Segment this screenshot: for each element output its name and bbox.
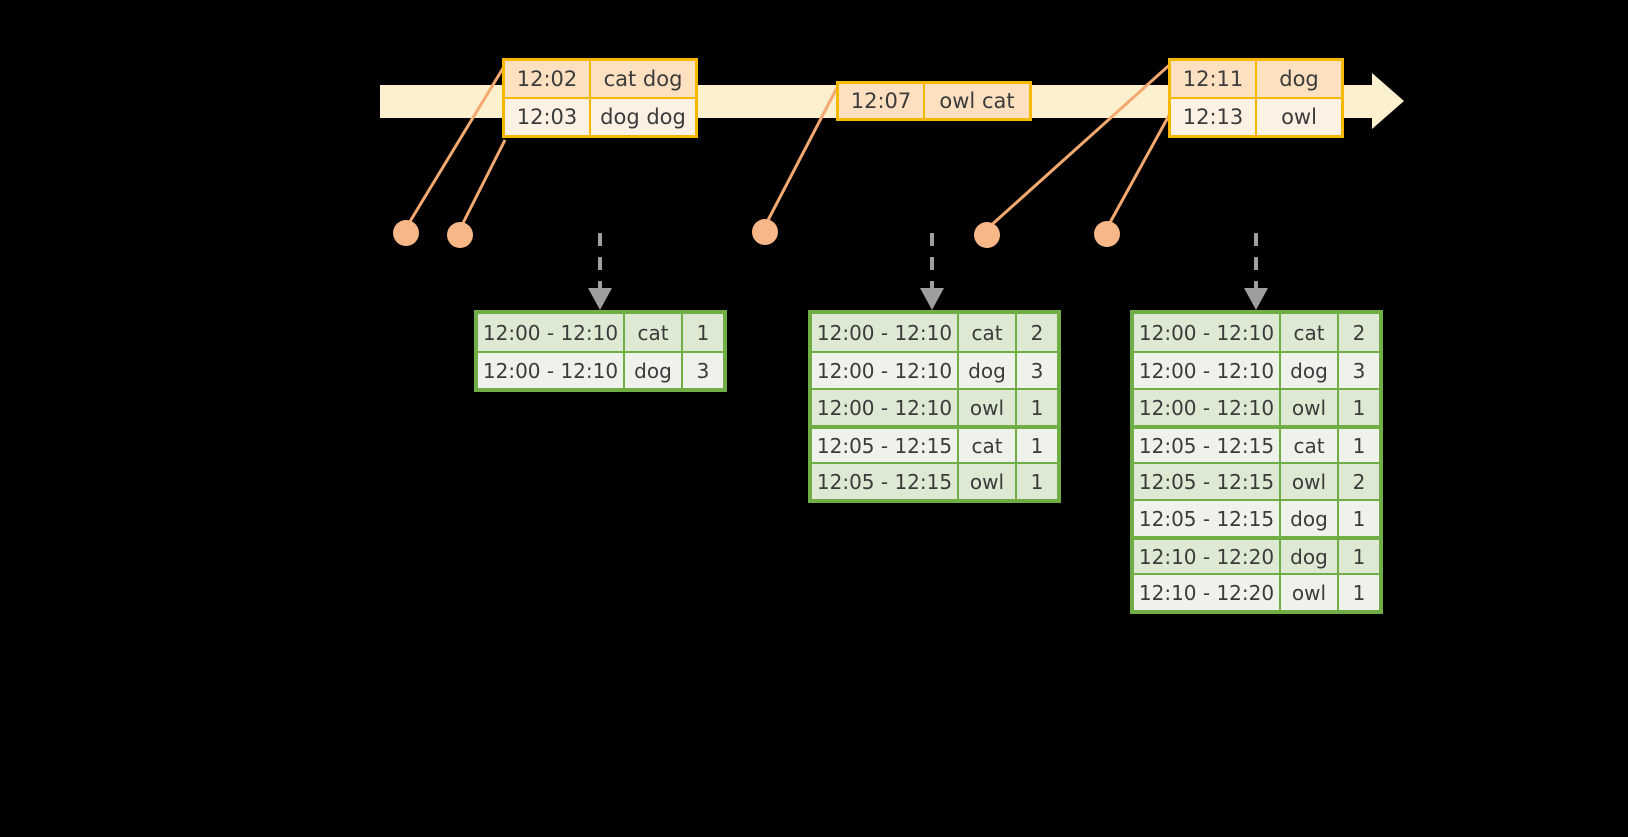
count-cell: 1 [1030,433,1044,458]
window-cell: 12:00 - 12:10 [1134,353,1281,388]
event-time: 12:02 [505,61,591,97]
event-row: 12:02 cat dog [505,61,695,97]
count-cell: 3 [1030,358,1044,383]
count-cell: 2 [1352,320,1366,345]
window-cell: 12:05 - 12:15 [1134,429,1281,462]
event-box-1[interactable]: 12:02 cat dog 12:03 dog dog [502,58,698,138]
event-value: dog dog [600,105,686,129]
flow-arrow-2-head [920,288,944,310]
event-dot-5[interactable] [1094,221,1120,247]
event-box-2[interactable]: 12:07 owl cat [836,81,1032,121]
window-cell: 12:00 - 12:10 [812,353,959,388]
count-cell: 3 [696,358,710,383]
event-dot-3[interactable] [752,219,778,245]
event-time: 12:11 [1171,61,1257,97]
connector-line-2 [458,139,507,230]
key-cell: dog [1281,540,1339,573]
count-cell: 1 [696,320,710,345]
window-cell: 12:10 - 12:20 [1134,575,1281,610]
count-cell: 1 [1352,544,1366,569]
key-cell: cat [625,314,683,351]
event-dot-2[interactable] [447,222,473,248]
event-row: 12:03 dog dog [505,97,695,135]
key-cell: dog [959,353,1017,388]
window-cell: 12:00 - 12:10 [1134,390,1281,425]
count-cell: 1 [1352,433,1366,458]
window-cell: 12:00 - 12:10 [812,314,959,351]
event-dot-4[interactable] [974,222,1000,248]
key-cell: cat [1281,314,1339,351]
window-cell: 12:00 - 12:10 [478,353,625,388]
key-cell: owl [1281,390,1339,425]
flow-arrow-3-head [1244,288,1268,310]
count-cell: 1 [1030,469,1044,494]
key-cell: cat [959,314,1017,351]
event-value: owl cat [939,89,1015,113]
timeline-arrowhead [1372,73,1404,129]
count-cell: 3 [1352,358,1366,383]
count-cell: 2 [1352,469,1366,494]
event-row: 12:11 dog [1171,61,1341,97]
key-cell: owl [1281,575,1339,610]
key-cell: dog [1281,353,1339,388]
count-cell: 1 [1030,395,1044,420]
key-cell: owl [959,390,1017,425]
event-row: 12:07 owl cat [839,84,1029,118]
window-cell: 12:05 - 12:15 [1134,501,1281,536]
key-cell: dog [1281,501,1339,536]
event-time: 12:03 [505,99,591,135]
key-cell: owl [959,464,1017,499]
window-cell: 12:10 - 12:20 [1134,540,1281,573]
key-cell: owl [1281,464,1339,499]
window-cell: 12:05 - 12:15 [1134,464,1281,499]
event-value: dog [1279,67,1319,91]
window-cell: 12:00 - 12:10 [478,314,625,351]
event-dot-1[interactable] [393,220,419,246]
event-value: cat dog [603,67,683,91]
window-cell: 12:05 - 12:15 [812,429,959,462]
flow-arrow-1-head [588,288,612,310]
event-time: 12:13 [1171,99,1257,135]
key-cell: cat [959,429,1017,462]
count-cell: 1 [1352,506,1366,531]
window-cell: 12:00 - 12:10 [1134,314,1281,351]
count-cell: 1 [1352,580,1366,605]
key-cell: dog [625,353,683,388]
connector-line-5 [1105,109,1174,229]
window-cell: 12:00 - 12:10 [812,390,959,425]
event-value: owl [1281,105,1317,129]
count-cell: 2 [1030,320,1044,345]
key-cell: cat [1281,429,1339,462]
event-row: 12:13 owl [1171,97,1341,135]
event-box-3[interactable]: 12:11 dog 12:13 owl [1168,58,1344,138]
event-time: 12:07 [839,84,925,118]
window-cell: 12:05 - 12:15 [812,464,959,499]
count-cell: 1 [1352,395,1366,420]
